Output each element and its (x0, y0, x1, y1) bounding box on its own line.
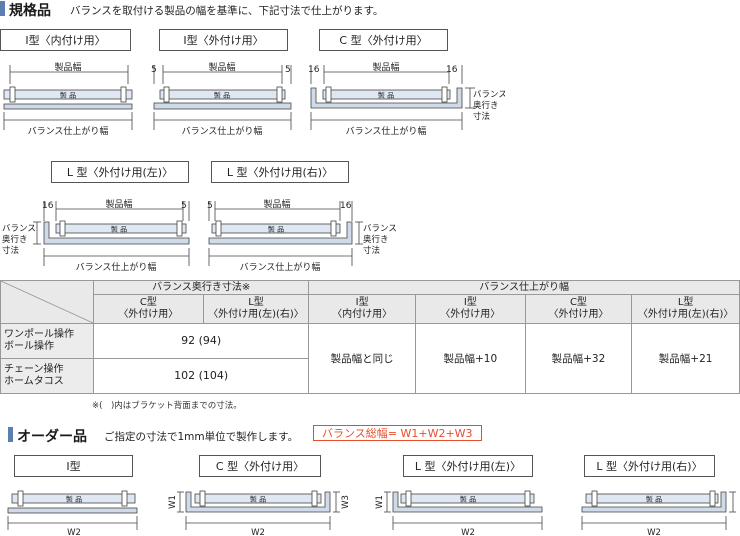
label-valance-width: バランス仕上がり幅 (28, 125, 109, 137)
label-depth-2: 奥行き (363, 234, 389, 245)
order-label-w3: W3 (341, 495, 351, 509)
formula-box: バランス総幅= W1+W2+W3 (313, 425, 482, 441)
label-five: 5 (181, 201, 187, 211)
label-product: 製 品 (214, 91, 230, 100)
depth-value-row1: 92 (94) (92, 323, 310, 359)
type-label-i-outer: I型〈外付け用〉 (159, 29, 288, 51)
label-five: 5 (151, 65, 157, 75)
order-diagram-i: 製 品 W2 (7, 490, 138, 536)
subheader-l: L型〈外付け用(左)(右)〉 (202, 294, 310, 324)
row-header-chain: チェーン操作ホームタコス (0, 358, 94, 394)
section-marker (8, 427, 13, 442)
label-depth-1: バランス (473, 90, 505, 100)
section-description-standard: バランスを取付ける製品の幅を基準に、下記寸法で仕上がります。 (70, 5, 384, 17)
label-depth-1: バランス (2, 224, 36, 234)
width-i-outer: 製品幅+10 (414, 323, 526, 394)
depth-value-row2: 102 (104) (92, 358, 310, 394)
subheader-c-outer: C型〈外付け用〉 (524, 294, 633, 324)
label-product: 製 品 (378, 91, 394, 100)
diagram-i-outer: 5 5 製品幅 製 品 バランス仕上がり幅 (151, 61, 292, 137)
label-depth-3: 寸法 (473, 111, 490, 122)
order-label-w2: W2 (461, 528, 475, 536)
type-label-l-left: L 型〈外付け用(左)〉 (51, 161, 189, 183)
diagram-i-inner: 製品幅 製 品 バランス仕上がり幅 (3, 61, 133, 137)
label-valance-width: バランス仕上がり幅 (346, 125, 427, 137)
order-diagram-l-right: 製 品 W2 (581, 490, 736, 536)
order-label-w2: W2 (251, 528, 265, 536)
order-label-product: 製 品 (460, 495, 476, 504)
label-valance-width: バランス仕上がり幅 (182, 125, 263, 137)
order-label-product: 製 品 (250, 495, 266, 504)
order-type-l-right: L 型〈外付け用(右)〉 (584, 455, 715, 477)
order-label-w2: W2 (647, 528, 661, 536)
label-sixteen: 16 (446, 65, 458, 75)
subheader-i-outer: I型〈外付け用〉 (414, 294, 526, 324)
width-i-inner: 製品幅と同じ (308, 323, 416, 394)
order-label-w2: W2 (67, 528, 81, 536)
table-corner (0, 280, 94, 324)
width-c-outer: 製品幅+32 (524, 323, 633, 394)
label-five: 5 (207, 201, 213, 211)
label-depth-3: 寸法 (363, 245, 380, 256)
spec-table: バランス奥行き寸法※ バランス仕上がり幅 C型〈外付け用〉 L型〈外付け用(左)… (0, 279, 740, 394)
diagram-l-left: 16 5 製品幅 製 品 バランス仕上がり幅 バランス 奥行き 寸法 (2, 198, 190, 273)
section-marker (0, 1, 5, 16)
label-sixteen: 16 (308, 65, 320, 75)
label-depth-1: バランス (363, 224, 397, 234)
label-product: 製 品 (60, 91, 76, 100)
label-product-width: 製品幅 (372, 61, 399, 73)
row-header-one-pole: ワンポール操作ボール操作 (0, 323, 94, 359)
diagram-c-outer: 16 16 製品幅 製 品 バランス仕上がり幅 バランス 奥行き 寸法 (308, 61, 505, 137)
label-product: 製 品 (111, 225, 127, 234)
section-description-order: ご指定の寸法で1mm単位で製作します。 (104, 431, 299, 443)
label-product-width: 製品幅 (263, 198, 290, 210)
label-five: 5 (285, 65, 291, 75)
order-diagram-l-left: 製 品 W1 W2 (375, 490, 543, 536)
order-diagram-c: 製 品 W1 W3 W2 (168, 490, 351, 536)
label-product-width: 製品幅 (208, 61, 235, 73)
label-valance-width: バランス仕上がり幅 (76, 261, 157, 273)
type-label-c-outer: C 型〈外付け用〉 (319, 29, 448, 51)
label-valance-width: バランス仕上がり幅 (240, 261, 321, 273)
label-depth-2: 奥行き (2, 234, 28, 245)
section-title-order: オーダー品 (17, 429, 87, 445)
label-depth-2: 奥行き (473, 100, 499, 111)
width-l-outer: 製品幅+21 (631, 323, 740, 394)
label-sixteen: 16 (42, 201, 54, 211)
type-label-l-right: L 型〈外付け用(右)〉 (211, 161, 349, 183)
label-sixteen: 16 (340, 201, 352, 211)
type-label-i-inner: I型〈内付け用〉 (0, 29, 131, 51)
label-depth-3: 寸法 (2, 245, 19, 256)
order-label-product: 製 品 (66, 495, 82, 504)
order-label-product: 製 品 (646, 495, 662, 504)
header-width: バランス仕上がり幅 (308, 279, 740, 296)
order-label-w1: W1 (375, 495, 385, 509)
label-product: 製 品 (268, 225, 284, 234)
order-type-l-left: L 型〈外付け用(左)〉 (403, 455, 533, 477)
table-note: ※( )内はブラケット背面までの寸法。 (92, 401, 242, 411)
order-label-w1: W1 (168, 495, 178, 509)
section-title-standard: 規格品 (9, 3, 51, 19)
subheader-c: C型〈外付け用〉 (93, 294, 204, 324)
header-depth: バランス奥行き寸法※ (92, 279, 310, 296)
order-type-i: I型 (14, 455, 133, 477)
diagram-l-right: 5 16 製品幅 製 品 バランス仕上がり幅 バランス 奥行き 寸法 (207, 198, 397, 273)
subheader-l-outer: L型〈外付け用(左)(右)〉 (631, 294, 740, 324)
label-product-width: 製品幅 (54, 61, 81, 73)
subheader-i-inner: I型〈内付け用〉 (308, 294, 416, 324)
order-type-c: C 型〈外付け用〉 (199, 455, 321, 477)
label-product-width: 製品幅 (105, 198, 132, 210)
